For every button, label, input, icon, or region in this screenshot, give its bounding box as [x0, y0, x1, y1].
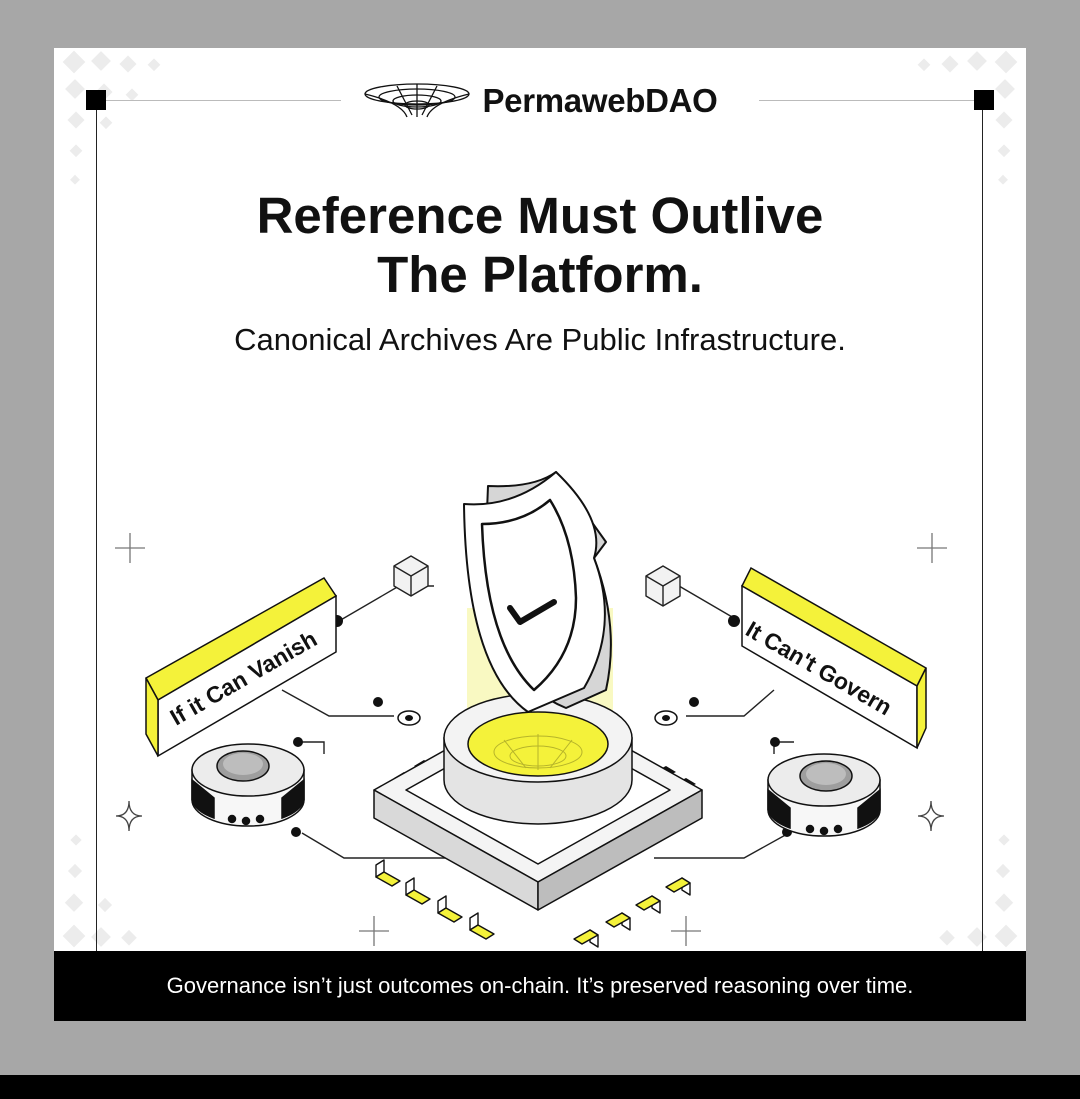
pod-left [191, 743, 305, 827]
headline: Reference Must Outlive The Platform. [54, 186, 1026, 304]
brand-header: PermawebDAO [54, 76, 1026, 126]
poster-card: PermawebDAO Reference Must Outlive The P… [54, 48, 1026, 1021]
header-rule-left [96, 100, 341, 101]
right-sign: It Can't Govern [741, 566, 927, 750]
diamond-pattern-background [62, 50, 1018, 948]
sparkle-decorations [115, 533, 947, 946]
shield-check-icon [463, 471, 612, 713]
wire-ring-nodes [397, 710, 678, 726]
footer-bar: Governance isn’t just outcomes on-chain.… [54, 951, 1026, 1021]
brand-name: PermawebDAO [482, 82, 718, 119]
header-rule-right [759, 100, 982, 101]
pod-right [767, 753, 881, 837]
left-sign: If it Can Vanish [144, 577, 338, 758]
corner-square-top-left [86, 90, 106, 110]
cube-left [393, 555, 429, 597]
cube-right [645, 565, 681, 607]
frame-line-right [982, 98, 983, 953]
headline-line-2: The Platform. [377, 246, 703, 303]
chip-illustration: If it Can Vanish It Can't Govern [115, 471, 947, 948]
footer-text: Governance isn’t just outcomes on-chain.… [166, 973, 914, 998]
wormhole-logo-icon [364, 83, 471, 118]
corner-square-top-right [974, 90, 994, 110]
frame-line-left [96, 98, 97, 953]
bottom-strip [0, 1075, 1080, 1099]
headline-line-1: Reference Must Outlive [256, 187, 824, 244]
subheadline: Canonical Archives Are Public Infrastruc… [234, 322, 846, 357]
